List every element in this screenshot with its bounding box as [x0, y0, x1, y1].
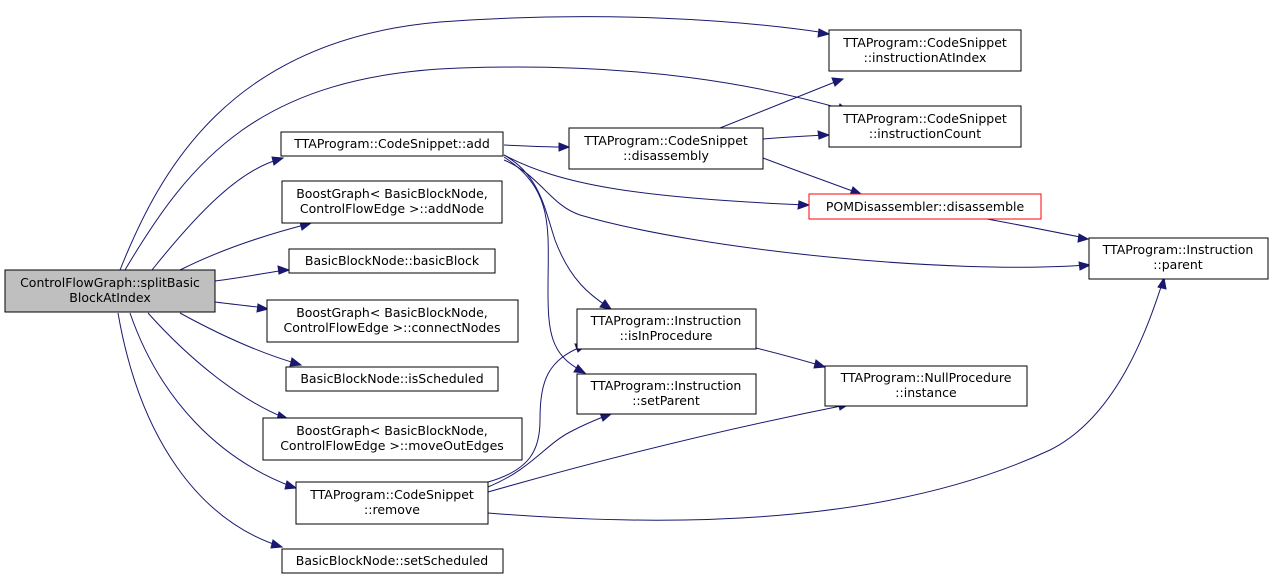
node-label-line: ::setParent — [632, 393, 700, 408]
node-label-line: BlockAtIndex — [69, 290, 150, 305]
node-pomdisassembler-disassemble[interactable]: POMDisassembler::disassemble — [808, 193, 1042, 220]
node-label-line: ControlFlowEdge >::addNode — [300, 201, 485, 216]
node-label-line: ::instructionCount — [869, 126, 981, 141]
edge-disassembly-to-instructionatindex — [719, 77, 845, 129]
node-label-line: POMDisassembler::disassemble — [826, 199, 1025, 214]
edge-remove-to-setparent — [487, 412, 613, 488]
node-label-line: ::remove — [364, 502, 420, 517]
node-basicblocknode-isscheduled[interactable]: BasicBlockNode::isScheduled — [285, 366, 499, 392]
node-label-line: ::parent — [1153, 257, 1202, 272]
node-boostgraph-moveoutedges[interactable]: BoostGraph< BasicBlockNode, ControlFlowE… — [262, 417, 523, 461]
node-boostgraph-connectnodes[interactable]: BoostGraph< BasicBlockNode, ControlFlowE… — [266, 299, 519, 343]
node-label-line: TTAProgram::CodeSnippet — [842, 35, 1007, 50]
node-label-line: TTAProgram::Instruction — [1102, 242, 1254, 257]
edge-add-to-pomdisassemble — [503, 154, 811, 210]
node-instruction-parent[interactable]: TTAProgram::Instruction ::parent — [1088, 237, 1269, 280]
edge-disassembly-to-instructioncount — [762, 130, 831, 140]
edge-root-to-setscheduled — [117, 312, 284, 549]
edge-root-to-remove — [129, 312, 298, 490]
edge-layer — [117, 16, 1167, 549]
node-label-line: BoostGraph< BasicBlockNode, — [296, 186, 488, 201]
node-basicblocknode-basicblock[interactable]: BasicBlockNode::basicBlock — [288, 248, 496, 274]
edge-root-to-instructionatindex — [119, 16, 831, 271]
node-label-line: ::instance — [895, 385, 957, 400]
node-label-line: TTAProgram::NullProcedure — [840, 370, 1012, 385]
edge-root-to-isscheduled — [179, 312, 303, 367]
edge-disassembly-to-pomdisassemble — [762, 157, 863, 196]
node-label-line: TTAProgram::Instruction — [590, 313, 742, 328]
node-label-line: ::isInProcedure — [620, 328, 713, 343]
node-label-line: BasicBlockNode::isScheduled — [300, 371, 483, 386]
node-code-snippet-instructionatindex[interactable]: TTAProgram::CodeSnippet ::instructionAtI… — [828, 29, 1022, 72]
node-split-basic-block-at-index[interactable]: ControlFlowGraph::splitBasic BlockAtInde… — [4, 269, 216, 313]
node-label-line: TTAProgram::CodeSnippet::add — [293, 136, 490, 151]
edge-add-to-instruction-parent — [503, 159, 1092, 271]
node-label-line: ::instructionAtIndex — [864, 50, 987, 65]
edge-add-to-setparent — [503, 156, 587, 374]
node-label-line: BoostGraph< BasicBlockNode, — [296, 305, 488, 320]
node-code-snippet-instructioncount[interactable]: TTAProgram::CodeSnippet ::instructionCou… — [828, 105, 1022, 148]
edge-pomdisassemble-to-parent — [986, 218, 1090, 243]
node-code-snippet-remove[interactable]: TTAProgram::CodeSnippet ::remove — [295, 481, 489, 525]
node-instruction-isinprocedure[interactable]: TTAProgram::Instruction ::isInProcedure — [576, 308, 757, 350]
node-boostgraph-addnode[interactable]: BoostGraph< BasicBlockNode, ControlFlowE… — [281, 180, 503, 224]
node-label-line: ControlFlowGraph::splitBasic — [20, 275, 200, 290]
node-label-line: BasicBlockNode::basicBlock — [305, 253, 480, 268]
node-label-line: TTAProgram::CodeSnippet — [842, 111, 1007, 126]
node-code-snippet-add[interactable]: TTAProgram::CodeSnippet::add — [280, 131, 504, 157]
node-label-line: BasicBlockNode::setScheduled — [296, 553, 488, 568]
node-label-line: TTAProgram::CodeSnippet — [309, 487, 474, 502]
node-label-line: ::disassembly — [623, 148, 709, 163]
edge-remove-to-parent — [487, 276, 1167, 521]
node-code-snippet-disassembly[interactable]: TTAProgram::CodeSnippet ::disassembly — [568, 127, 764, 170]
node-instruction-setparent[interactable]: TTAProgram::Instruction ::setParent — [576, 373, 757, 415]
edge-root-to-connectnodes — [214, 301, 270, 313]
edge-isinprocedure-to-nullinstance — [755, 347, 827, 369]
edge-remove-to-nullinstance — [487, 401, 851, 493]
node-label-line: ControlFlowEdge >::connectNodes — [283, 320, 500, 335]
node-nullprocedure-instance[interactable]: TTAProgram::NullProcedure ::instance — [824, 365, 1028, 407]
edge-add-to-disassembly — [503, 142, 571, 152]
node-layer: ControlFlowGraph::splitBasic BlockAtInde… — [4, 29, 1269, 574]
edge-root-to-basicblock — [214, 265, 291, 282]
node-label-line: TTAProgram::Instruction — [590, 378, 742, 393]
edge-root-to-cs-add — [151, 156, 285, 271]
edge-add-to-isinprocedure — [503, 154, 613, 310]
node-label-line: ControlFlowEdge >::moveOutEdges — [280, 438, 504, 453]
node-basicblocknode-setscheduled[interactable]: BasicBlockNode::setScheduled — [281, 548, 504, 574]
node-label-line: BoostGraph< BasicBlockNode, — [296, 423, 488, 438]
node-label-line: TTAProgram::CodeSnippet — [583, 133, 748, 148]
